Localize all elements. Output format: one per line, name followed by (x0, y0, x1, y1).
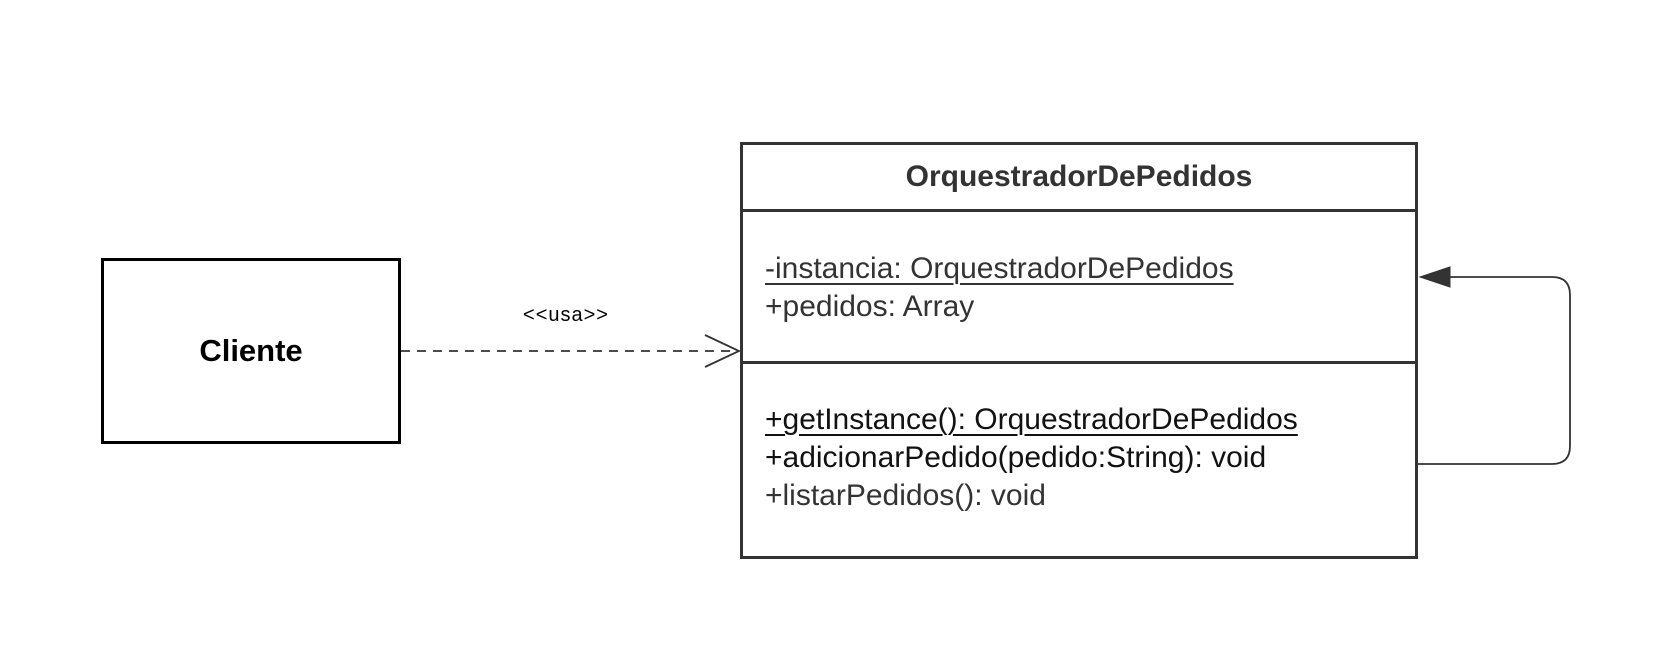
class-orquestrador-de-pedidos[interactable]: OrquestradorDePedidos -instancia: Orques… (740, 142, 1418, 559)
attribute-pedidos-text: +pedidos: Array (765, 290, 975, 323)
dependency-connector[interactable] (401, 334, 742, 368)
method-get-instance-text: +getInstance(): OrquestradorDePedidos (765, 403, 1298, 436)
method-get-instance: +getInstance(): OrquestradorDePedidos (765, 401, 1415, 439)
methods-compartment: +getInstance(): OrquestradorDePedidos +a… (743, 364, 1415, 515)
class-cliente[interactable]: Cliente (101, 258, 401, 444)
attributes-compartment: -instancia: OrquestradorDePedidos +pedid… (743, 212, 1415, 364)
method-listar-pedidos-text: +listarPedidos(): void (765, 479, 1046, 512)
open-arrowhead (704, 334, 742, 368)
filled-arrowhead (1418, 266, 1451, 288)
class-header: OrquestradorDePedidos (743, 145, 1415, 212)
self-association-line (1418, 276, 1571, 465)
class-name-cliente: Cliente (199, 333, 303, 368)
self-association-connector[interactable] (1418, 266, 1571, 465)
class-name-orquestrador: OrquestradorDePedidos (905, 160, 1253, 193)
method-adicionar-pedido-text: +adicionarPedido(pedido:String): void (765, 441, 1267, 474)
attribute-pedidos: +pedidos: Array (765, 288, 1415, 326)
dependency-stereotype-label: <<usa>> (523, 304, 609, 326)
method-listar-pedidos: +listarPedidos(): void (765, 477, 1415, 515)
attribute-instancia: -instancia: OrquestradorDePedidos (765, 250, 1415, 288)
method-adicionar-pedido: +adicionarPedido(pedido:String): void (765, 439, 1415, 477)
attribute-instancia-text: -instancia: OrquestradorDePedidos (765, 252, 1234, 285)
